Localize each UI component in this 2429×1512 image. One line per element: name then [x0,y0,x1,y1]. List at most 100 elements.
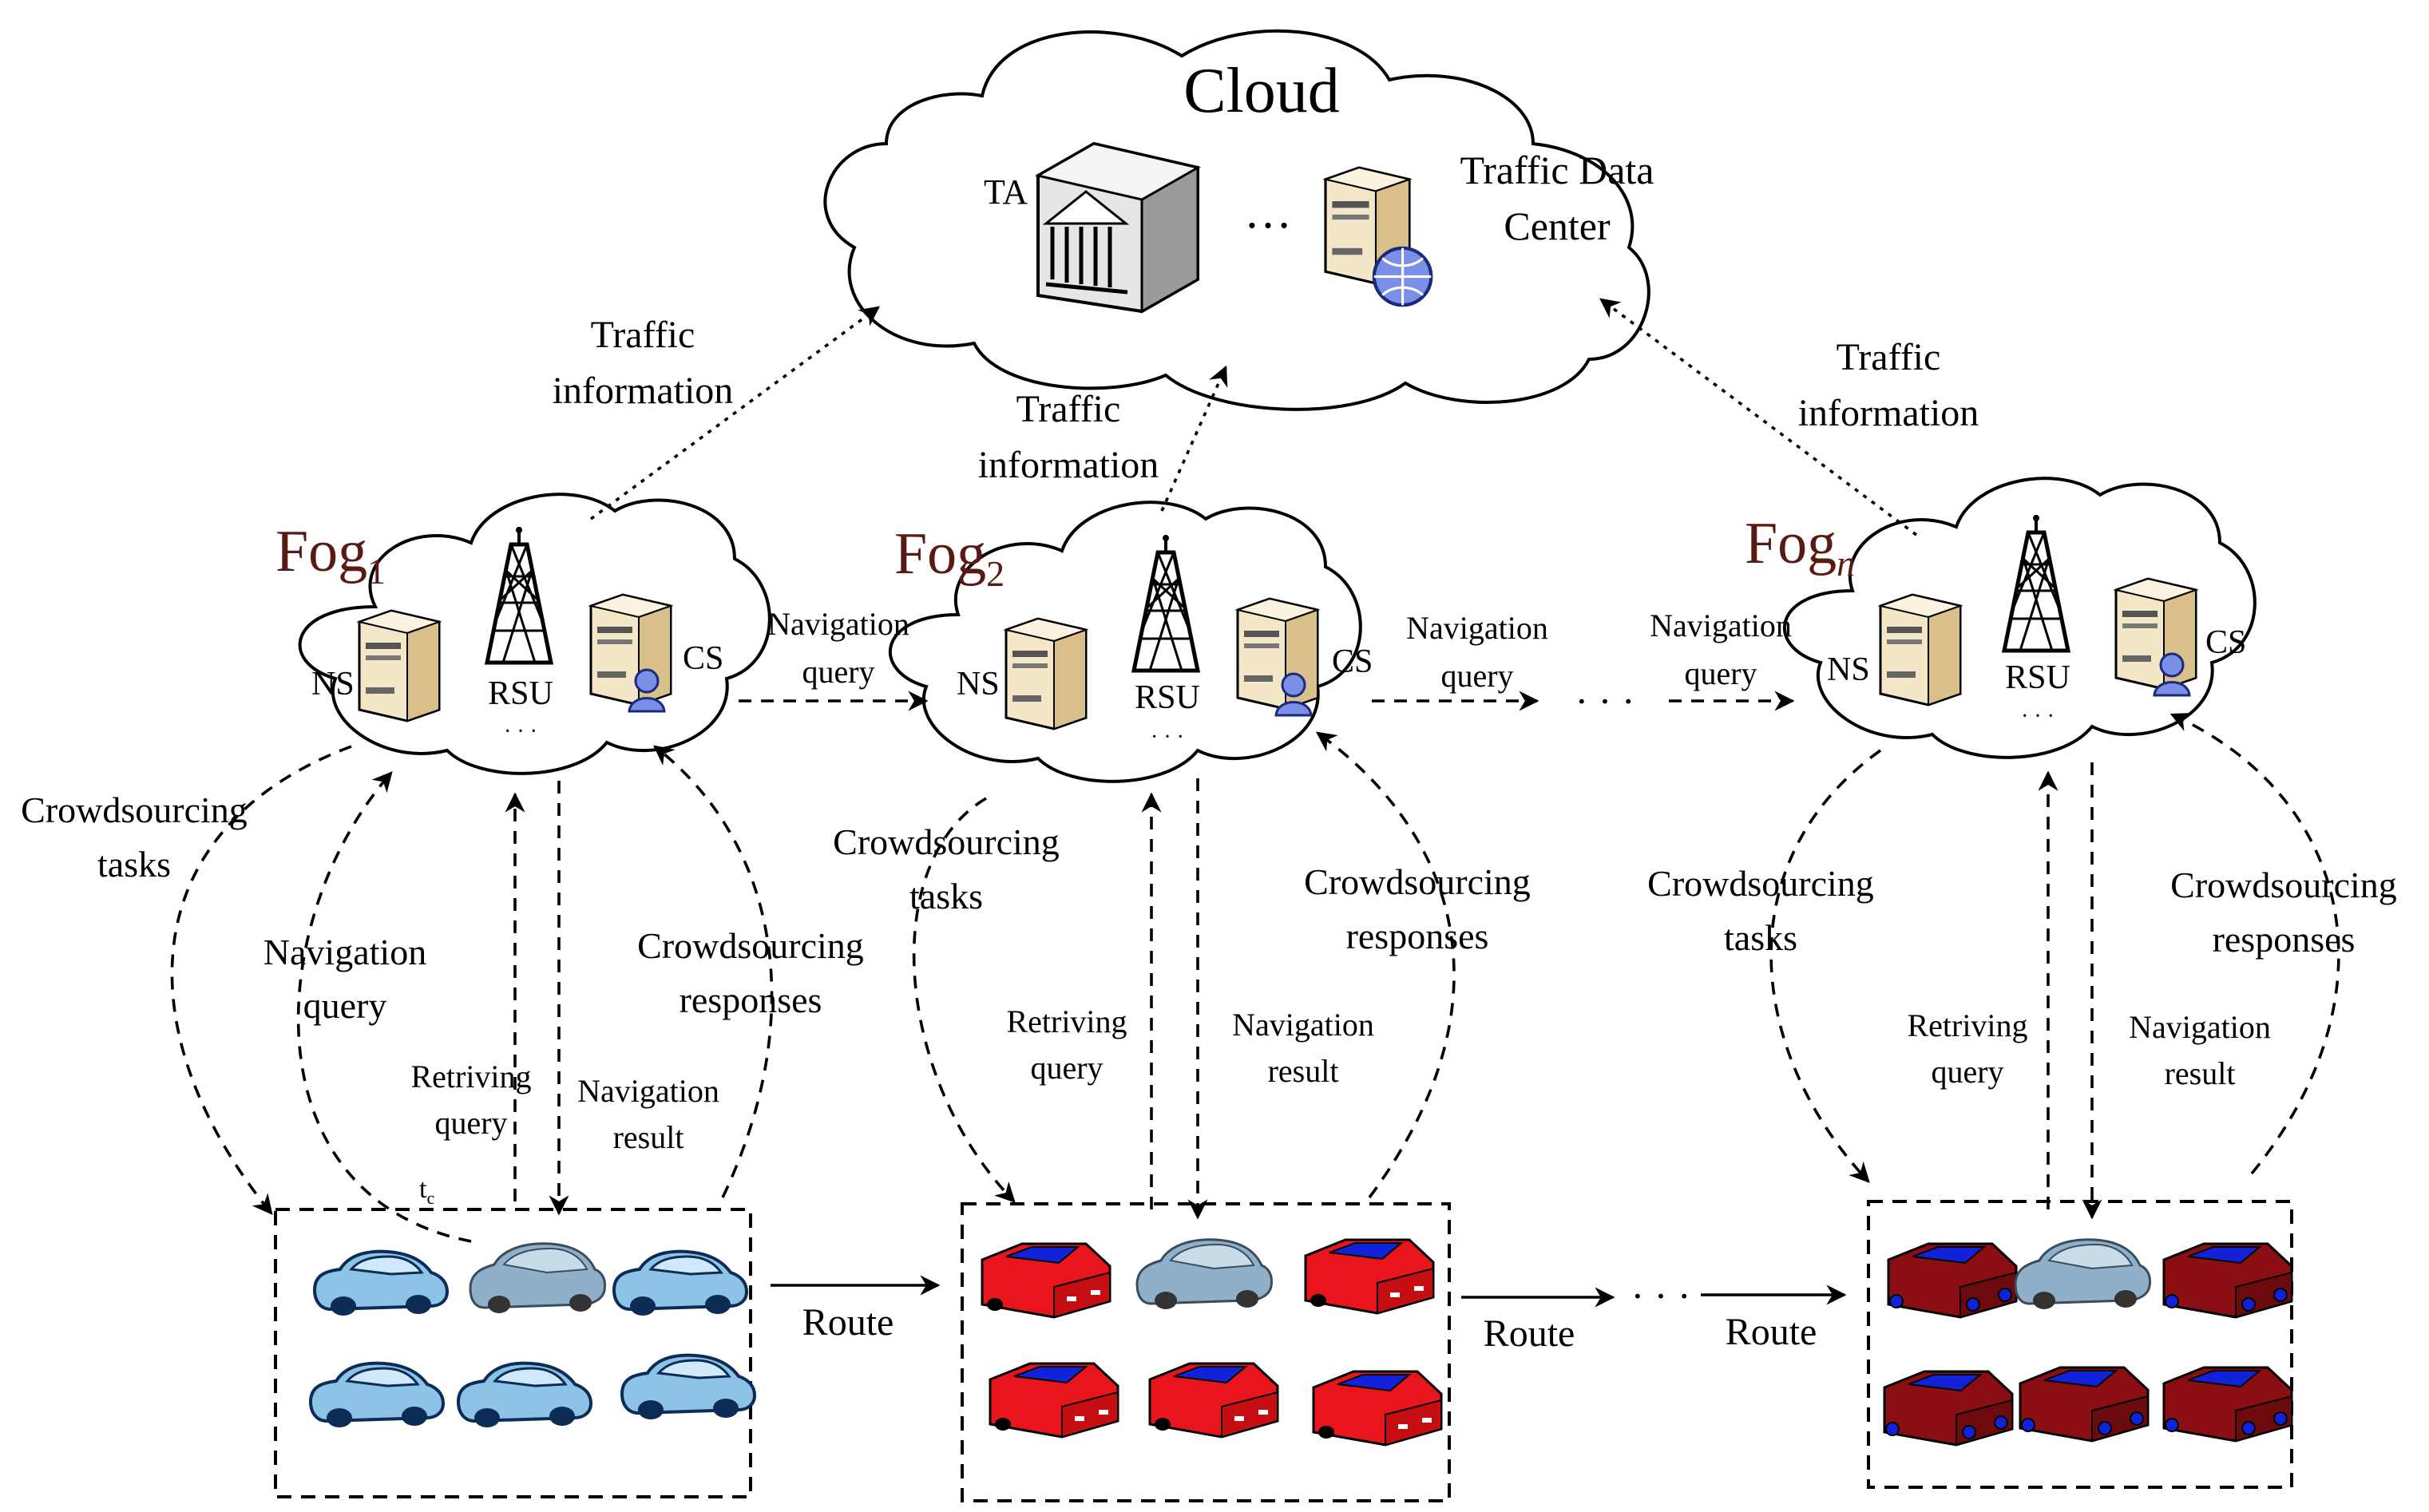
nav-result-n-line2: result [2165,1055,2236,1091]
car-icon [313,1249,449,1317]
fog-n-title: Fogn [1745,511,1855,584]
nav-result-2-line1: Navigation [1232,1007,1374,1043]
retrieve-query-n-line2: query [1931,1054,2003,1090]
government-building-icon [1034,141,1202,314]
car-icon [1887,1242,2018,1319]
nav-query-2-line1: Navigation [1406,610,1548,646]
crowd-tasks-2-line1: Crowdsourcing [833,821,1060,862]
nav-result-2-line2: result [1268,1053,1339,1089]
car-icon [989,1362,1119,1439]
cloud-ellipsis: … [1244,185,1292,238]
fog-2-ns-server-icon [1004,617,1088,730]
crowd-resp-2-line2: responses [1346,916,1489,956]
retrieve-query-n-line1: Retriving [1907,1007,2027,1043]
cloud-title: Cloud [1183,56,1340,126]
fog-1-cs-label: CS [683,640,723,677]
crowd-responses-arrow-n [2169,712,2340,1175]
fog-1-node: Fog1 NS RSU · · · CS [275,493,771,775]
crowd-resp-n-line1: Crowdsourcing [2170,865,2397,905]
traffic-info-arrow-1 [589,306,881,520]
fog-n-cs-label: CS [2205,624,2246,661]
nav-result-1-line2: result [613,1119,684,1155]
server-globe-icon [1324,166,1433,307]
crowd-tasks-1-line2: tasks [97,844,171,885]
fog-n-rsu-label: RSU [2005,659,2070,696]
nav-query-1b-line2: query [303,985,387,1026]
traffic-info-2-line1: Traffic [1016,388,1121,430]
fog-n-cs-server-icon [2114,577,2197,697]
traffic-info-1-line2: information [553,370,734,412]
car-icon [2162,1242,2293,1319]
retrieve-query-1-line1: Retriving [410,1059,531,1094]
fog-n-dots: · · · [2021,704,2055,729]
ta-label: TA [984,172,1028,212]
car-icon [620,1353,756,1421]
fog-1-title: Fog1 [275,519,386,592]
crowd-responses-arrow-2 [1315,731,1456,1199]
car-icon [1312,1370,1443,1447]
inter-fog-ellipsis: · · · [1575,679,1635,723]
crowd-tasks-2-line2: tasks [909,876,983,916]
traffic-info-2-line2: information [978,444,1159,486]
retrieve-query-1-line2: query [434,1105,507,1141]
fog-2-dots: · · · [1151,725,1184,750]
fog-2-title: Fog2 [894,521,1004,594]
fog-1-rsu-label: RSU [488,675,553,712]
route-ellipsis: · · · [1631,1273,1691,1318]
crowd-tasks-n-line2: tasks [1724,917,1797,958]
nav-result-n-line1: Navigation [2129,1009,2271,1045]
tdc-label-line1: Traffic Data [1460,148,1654,192]
car-icon [457,1361,592,1429]
car-icon [1883,1370,2014,1447]
fog-2-ns-label: NS [957,666,1000,703]
tc-label: tc [419,1174,434,1208]
traffic-info-1-line1: Traffic [591,314,695,356]
car-icon [2019,1366,2150,1443]
vehicle-group-1-cars [309,1242,756,1429]
crowd-tasks-1-line1: Crowdsourcing [21,790,248,830]
cloud-node: Cloud TA … Traffic Data Center [823,29,1654,411]
traffic-info-arrow-n [1599,298,1918,536]
fog-1-ns-server-icon [358,609,441,722]
nav-query-1-line2: query [802,654,874,690]
vehicle-group-n [1867,1200,2293,1489]
car-icon [1304,1238,1435,1315]
fog-2-rsu-label: RSU [1135,679,1200,716]
crowd-tasks-arrow-2 [912,797,1016,1203]
nav-query-3-line1: Navigation [1650,608,1792,643]
fog-1-cs-server-icon [589,593,672,713]
fog-1-ns-label: NS [311,666,355,703]
tdc-label-line2: Center [1504,204,1611,248]
traffic-info-n-line1: Traffic [1837,336,1941,378]
route-label-2: Route [1484,1312,1575,1355]
fog-n-ns-label: NS [1827,651,1870,688]
fog-n-node: Fogn NS RSU · · · CS [1745,477,2257,759]
crowd-tasks-n-line1: Crowdsourcing [1647,863,1874,904]
retrieve-query-2-line2: query [1030,1050,1103,1086]
crowd-resp-1-line2: responses [680,980,822,1020]
retrieve-query-2-line1: Retriving [1006,1003,1127,1039]
vehicle-group-n-cars [1883,1238,2293,1447]
fog-2-cs-server-icon [1236,597,1319,717]
car-icon [1135,1238,1273,1311]
nav-query-3-line2: query [1684,655,1757,691]
car-icon [612,1249,748,1317]
crowd-responses-arrow-1 [653,745,774,1198]
fog-n-ns-server-icon [1879,593,1962,707]
route-label-3: Route [1726,1311,1817,1353]
car-icon [981,1242,1111,1319]
vehicle-group-2-cars [981,1238,1443,1447]
car-icon [309,1361,445,1429]
crowd-resp-2-line1: Crowdsourcing [1304,861,1531,902]
nav-query-1-line1: Navigation [767,606,909,642]
nav-result-1-line1: Navigation [577,1073,719,1109]
nav-query-1b-line1: Navigation [264,932,426,972]
car-icon [1148,1362,1279,1439]
car-icon [2162,1366,2293,1443]
car-icon [2014,1238,2151,1311]
fog-2-node: Fog2 NS RSU · · · CS [888,501,1373,783]
fog-2-cs-label: CS [1332,643,1373,680]
nav-query-2-line2: query [1440,658,1513,694]
